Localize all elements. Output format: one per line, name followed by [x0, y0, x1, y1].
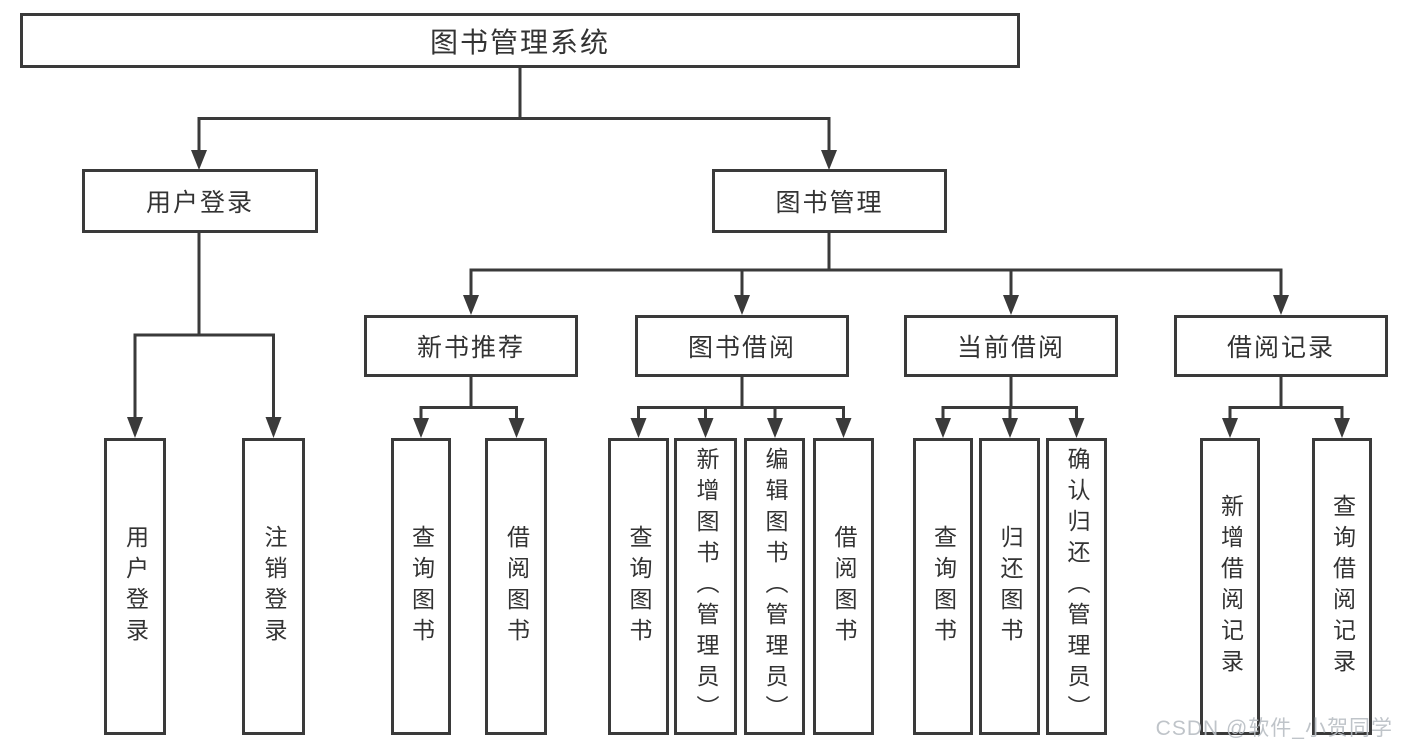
leaf-borrow-books-recommend-label: 借阅图书: [503, 524, 530, 649]
leaf-query-books-recommend-label: 查询图书: [408, 524, 435, 649]
connector-borrow-record-children: [1222, 377, 1350, 438]
node-library-system-label: 图书管理系统: [429, 26, 610, 58]
leaf-query-books-borrow-label: 查询图书: [626, 524, 652, 649]
leaf-user-login: 用户登录: [104, 438, 166, 735]
node-book-borrow-label: 图书借阅: [687, 334, 796, 362]
watermark-text: CSDN @软件_小贺同学: [1155, 717, 1393, 740]
connector-book-mgmt-to-level2: [463, 233, 1289, 315]
leaf-query-books-current: 查询图书: [913, 438, 973, 735]
connector-current-borrow-children: [935, 377, 1085, 438]
node-current-borrow-label: 当前借阅: [956, 334, 1065, 362]
leaf-edit-books-admin: 编辑图书（管理员）: [744, 438, 805, 735]
node-borrow-record-label: 借阅记录: [1226, 334, 1335, 362]
leaf-borrow-books-label: 借阅图书: [831, 524, 857, 649]
connector-root-to-level1: [191, 68, 837, 170]
node-book-management: 图书管理: [712, 169, 947, 233]
leaf-logout: 注销登录: [242, 438, 305, 735]
leaf-confirm-return-admin: 确认归还（管理员）: [1046, 438, 1107, 735]
leaf-confirm-return-admin-label: 确认归还（管理员）: [1064, 447, 1090, 726]
connector-new-book-children: [413, 377, 525, 438]
node-book-management-label: 图书管理: [775, 189, 884, 217]
leaf-query-books-recommend: 查询图书: [391, 438, 451, 735]
leaf-query-books-borrow: 查询图书: [608, 438, 669, 735]
leaf-borrow-books: 借阅图书: [813, 438, 874, 735]
node-library-system: 图书管理系统: [20, 13, 1020, 68]
leaf-add-borrow-record: 新增借阅记录: [1200, 438, 1260, 735]
connector-book-borrow-children: [630, 377, 852, 438]
leaf-add-borrow-record-label: 新增借阅记录: [1217, 493, 1244, 680]
node-new-book-recommend-label: 新书推荐: [416, 334, 525, 362]
leaf-return-books: 归还图书: [979, 438, 1040, 735]
leaf-user-login-label: 用户登录: [122, 524, 149, 649]
node-new-book-recommend: 新书推荐: [364, 315, 578, 377]
leaf-query-borrow-record-label: 查询借阅记录: [1329, 493, 1356, 680]
leaf-add-books-admin-label: 新增图书（管理员）: [693, 447, 719, 726]
leaf-borrow-books-recommend: 借阅图书: [485, 438, 547, 735]
node-borrow-record: 借阅记录: [1174, 315, 1388, 377]
node-user-login: 用户登录: [82, 169, 318, 233]
node-book-borrow: 图书借阅: [635, 315, 849, 377]
node-user-login-label: 用户登录: [145, 189, 254, 217]
leaf-add-books-admin: 新增图书（管理员）: [674, 438, 737, 735]
leaf-edit-books-admin-label: 编辑图书（管理员）: [762, 447, 788, 726]
node-current-borrow: 当前借阅: [904, 315, 1118, 377]
leaf-query-books-current-label: 查询图书: [930, 524, 957, 649]
connector-user-login-children: [127, 233, 282, 438]
leaf-query-borrow-record: 查询借阅记录: [1312, 438, 1372, 735]
leaf-logout-label: 注销登录: [261, 524, 287, 649]
leaf-return-books-label: 归还图书: [997, 524, 1023, 649]
